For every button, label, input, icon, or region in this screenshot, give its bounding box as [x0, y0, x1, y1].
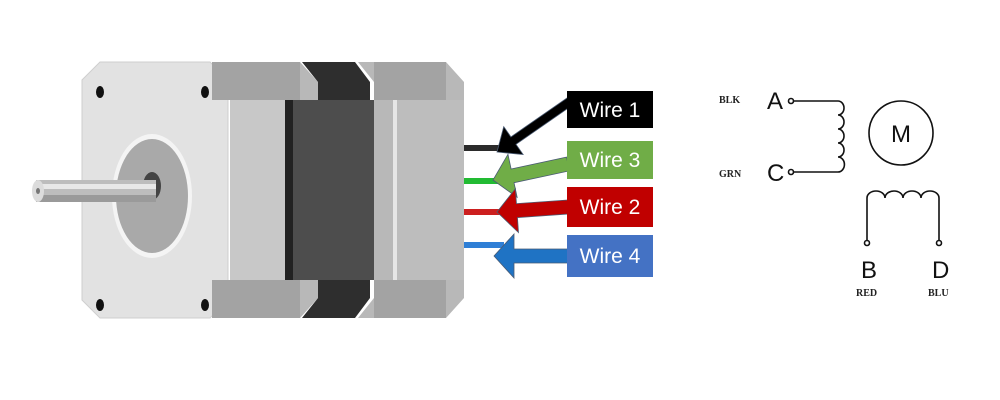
wire-lead: [464, 209, 504, 215]
wire-label-box: [567, 91, 653, 128]
wire-label-4: Wire 4: [567, 235, 653, 277]
pin-label-a: A: [767, 88, 783, 115]
shaft-center: [36, 188, 40, 194]
motor-symbol-label: M: [891, 121, 911, 148]
coil-bd: [866, 190, 940, 240]
mounting-hole: [201, 299, 209, 311]
mounting-hole: [96, 299, 104, 311]
wire-label-box: [567, 187, 653, 227]
wire-label-text: Wire 3: [580, 149, 641, 172]
wire-color-c: GRN: [719, 169, 742, 180]
pin-label-d: D: [932, 257, 949, 284]
wire-label-3: Wire 3: [567, 141, 653, 179]
wire-group: [464, 95, 576, 280]
body-bottom-right: [374, 280, 446, 318]
mounting-hole: [201, 86, 209, 98]
body-face-right-edge: [393, 100, 397, 280]
pin-label-c: C: [767, 160, 784, 187]
wire-lead: [464, 242, 504, 248]
wire-label-box: [567, 235, 653, 277]
wire-color-a: BLK: [719, 95, 740, 106]
body-dark-edge: [285, 100, 293, 280]
wire-color-b: RED: [856, 288, 877, 299]
motor-schematic: [787, 97, 943, 247]
body-bottom-left: [212, 280, 300, 318]
arrow-icon: [492, 153, 570, 199]
shaft-shadow: [36, 195, 156, 202]
arrow-icon: [493, 232, 569, 280]
wire-label-2: Wire 2: [567, 187, 653, 227]
terminal-a: [787, 97, 795, 105]
wire-color-d: BLU: [928, 288, 949, 299]
pin-label-b: B: [861, 257, 877, 284]
shaft-highlight: [36, 184, 156, 189]
wire-label-1: Wire 1: [567, 91, 653, 128]
wire-label-text: Wire 1: [580, 99, 641, 122]
mounting-hole: [96, 86, 104, 98]
wire-label-box: [567, 141, 653, 179]
body-top-left: [212, 62, 300, 100]
stepper-motor-illustration: [32, 61, 464, 319]
motor-symbol-circle: [868, 100, 934, 166]
body-face-left: [230, 100, 285, 280]
coil-ac: [793, 100, 846, 173]
body-top-right: [374, 62, 446, 100]
wire-label-text: Wire 2: [580, 196, 641, 219]
arrow-icon: [496, 187, 569, 234]
body-face-right: [393, 100, 464, 280]
wire-label-text: Wire 4: [580, 245, 641, 268]
arrow-icon: [496, 95, 576, 156]
terminal-d: [935, 239, 943, 247]
wire-lead: [464, 145, 504, 151]
wire-lead: [464, 178, 504, 184]
terminal-b: [863, 239, 871, 247]
terminal-c: [787, 168, 795, 176]
